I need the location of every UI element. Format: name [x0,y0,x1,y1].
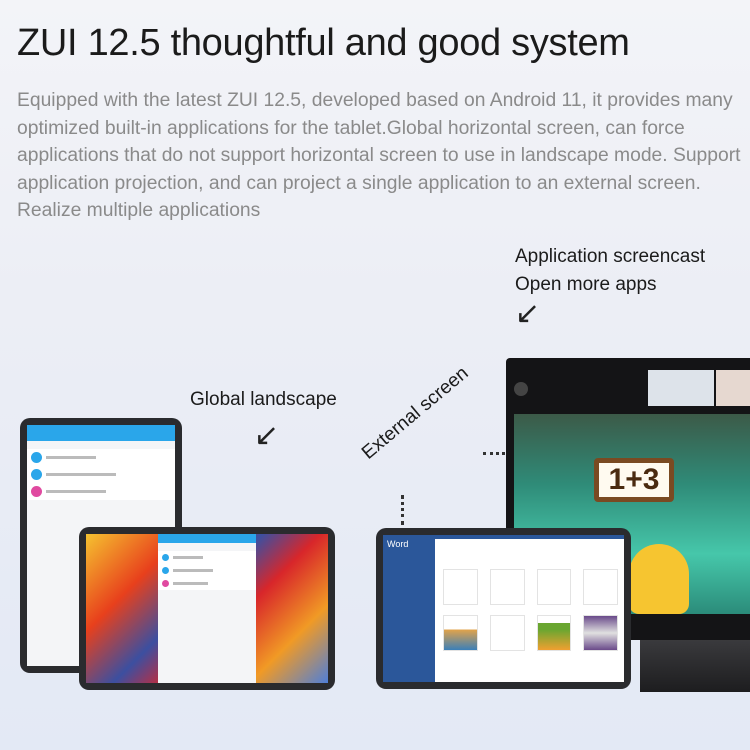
template-card[interactable] [583,569,618,605]
landscape-tablet [79,527,335,690]
math-sign: 1+3 [594,458,674,502]
word-sidebar: Word [383,535,435,682]
duck-character [629,544,689,614]
template-card[interactable] [536,569,572,605]
word-tablet: Word [376,528,631,689]
dotted-connector [483,452,505,455]
template-card[interactable] [489,569,525,605]
word-app-name: Word [387,539,409,549]
template-card[interactable] [536,615,572,651]
dotted-connector [401,495,404,525]
monitor-stand [640,640,750,692]
description: Equipped with the latest ZUI 12.5, devel… [17,90,741,222]
label-more-apps: Open more apps [515,274,657,295]
label-screencast: Application screencast [515,246,706,267]
arrow-icon: ↙ [515,297,541,330]
page-title: ZUI 12.5 thoughtful and good system [17,22,630,64]
video-tile [716,370,750,406]
back-icon [514,382,528,396]
video-tile [648,370,714,406]
label-external-screen: External screen [357,362,473,464]
template-card[interactable] [443,569,478,605]
template-grid [443,569,618,651]
label-global-landscape: Global landscape [190,389,337,410]
arrow-icon: ↙ [254,419,280,452]
template-card[interactable] [443,615,478,651]
template-card[interactable] [489,615,525,651]
template-card[interactable] [583,615,618,651]
